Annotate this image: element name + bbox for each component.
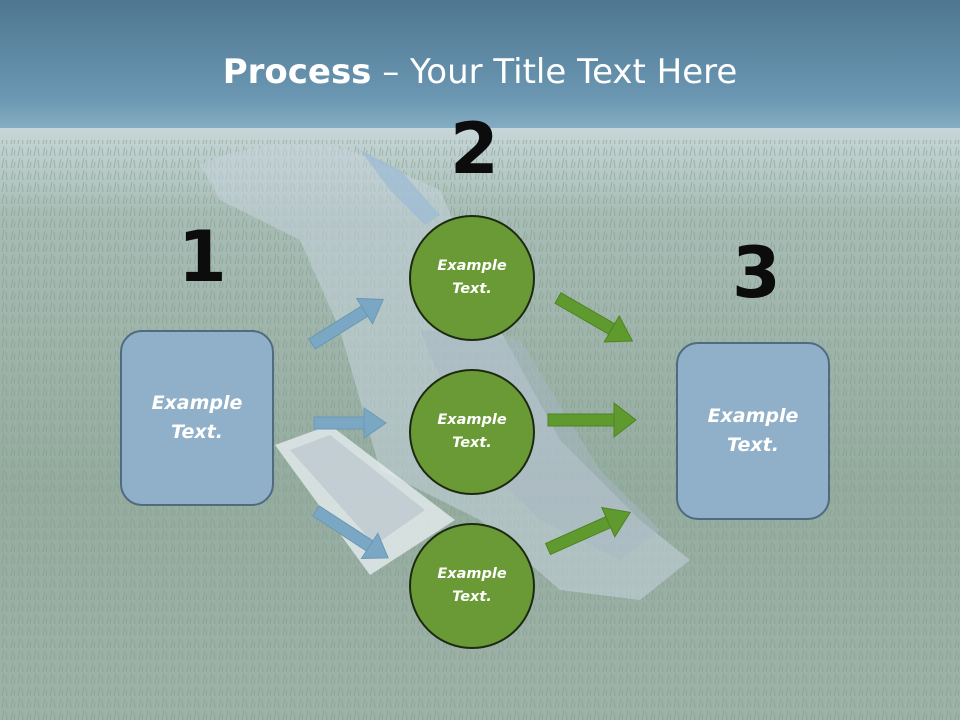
- title-rest: – Your Title Text Here: [371, 52, 738, 92]
- title-bold: Process: [222, 52, 372, 92]
- arrow-top-to-3: [554, 292, 634, 343]
- step-1-text-line2: Text.: [171, 421, 223, 443]
- step-number-3: 3: [732, 232, 781, 314]
- circle-middle-line2: Text.: [452, 435, 492, 451]
- circle-middle-line1: Example: [437, 412, 507, 428]
- arrow-1-to-middle: [313, 407, 387, 439]
- circle-bottom-line2: Text.: [452, 589, 492, 605]
- arrow-1-to-top: [308, 297, 384, 350]
- circle-top-line2: Text.: [452, 281, 492, 297]
- step-number-2: 2: [450, 108, 499, 190]
- step-1-text-line1: Example: [151, 392, 243, 414]
- arrow-middle-to-3: [547, 401, 637, 439]
- slide-title: Process – Your Title Text Here: [0, 52, 960, 92]
- circle-top-line1: Example: [437, 258, 507, 274]
- arrow-bottom-to-3: [544, 506, 632, 556]
- arrow-shaft: [308, 305, 369, 350]
- circle-bottom-line1: Example: [437, 566, 507, 582]
- arrow-1-to-bottom: [312, 505, 389, 559]
- step-3-text-line1: Example: [707, 405, 799, 427]
- step-3-text-line2: Text.: [727, 434, 779, 456]
- arrow-head: [355, 297, 384, 325]
- step-number-1: 1: [178, 216, 227, 298]
